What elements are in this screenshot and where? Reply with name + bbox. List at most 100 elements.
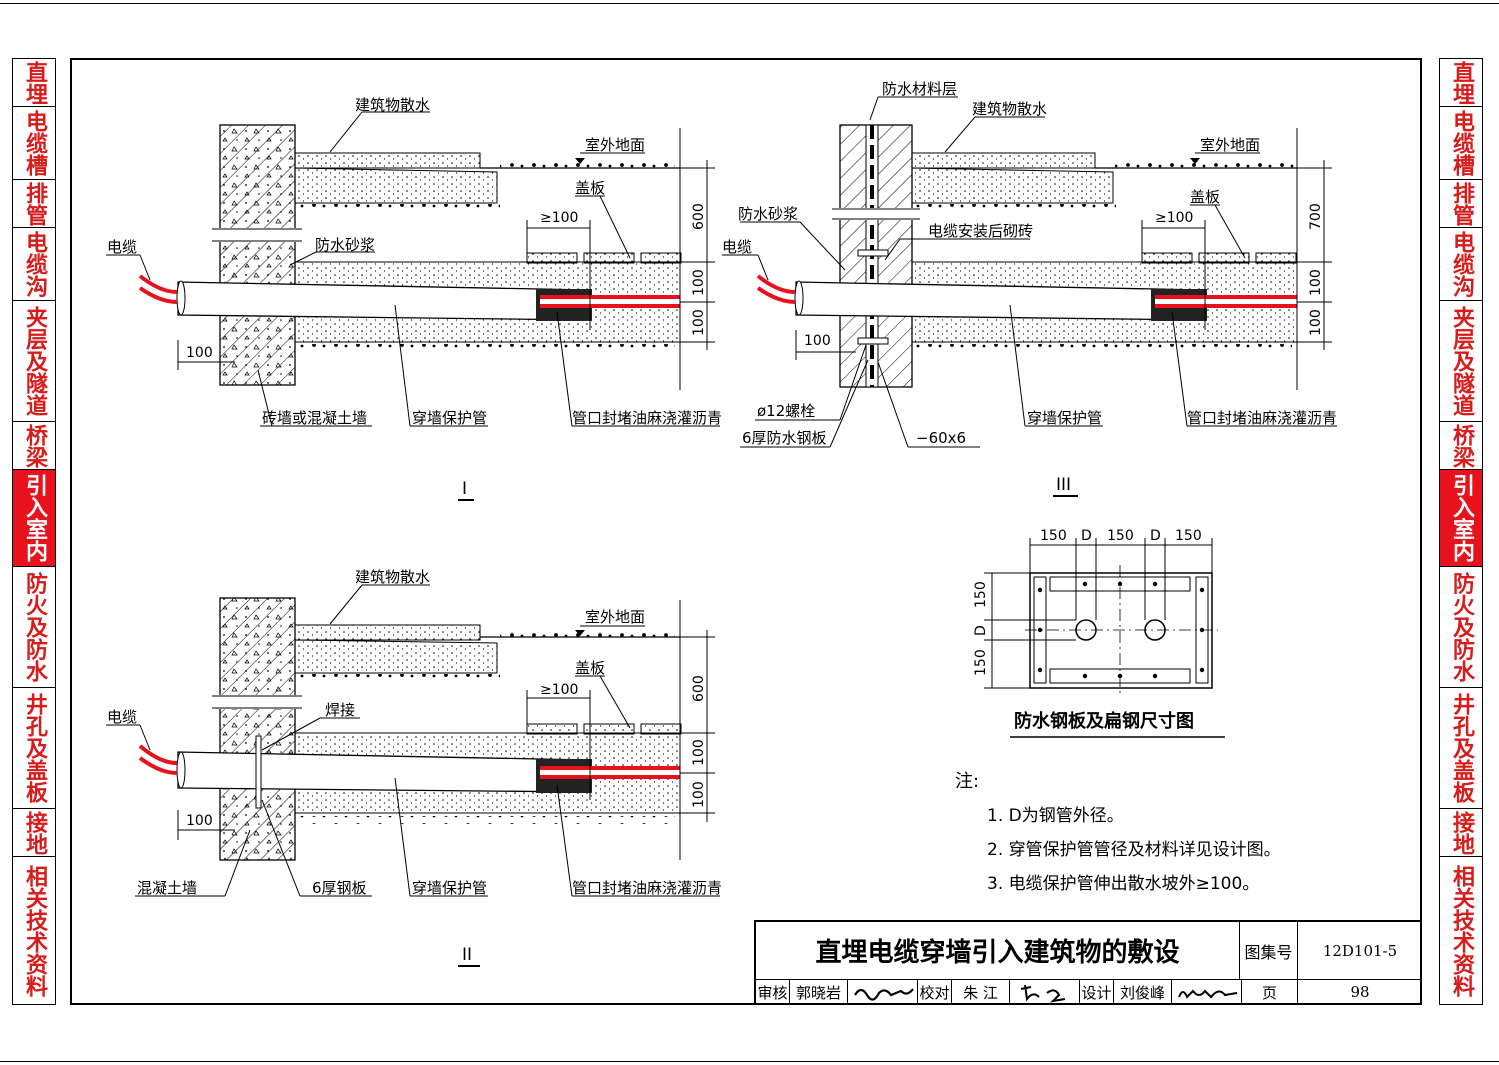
sidebar-section-label: 井孔及盖板 — [1449, 693, 1474, 803]
reviewer-name: 郭晓岩 — [790, 979, 848, 1005]
sidebar-section-label: 电缆槽 — [22, 110, 47, 176]
signature-2 — [1020, 984, 1065, 1003]
drawing-II-label-dimian: 室外地面 — [585, 608, 645, 626]
detail-dim-top-2: D — [1081, 528, 1092, 544]
sidebar-section-label: 排管 — [1449, 181, 1474, 226]
sidebar-section-0: 直埋 — [1440, 59, 1482, 107]
checker-name: 朱 江 — [952, 979, 1010, 1005]
sidebar-section-label: 电缆沟 — [1449, 231, 1474, 297]
sidebar-section-label: 直埋 — [1449, 60, 1474, 105]
sidebar-section-label: 相关技术资料 — [1449, 864, 1474, 997]
drawing-I-label-dianlan: 电缆 — [107, 238, 137, 256]
drawing-I-dim-100a: 100 — [186, 345, 213, 361]
sidebar-section-6: 引入室内 — [13, 470, 55, 567]
drawing-III-dim-100b: 100 — [1308, 269, 1324, 296]
sidebar-section-8: 井孔及盖板 — [1440, 688, 1482, 809]
drawing-III-label-seal: 管口封堵油麻浇灌沥青 — [1187, 409, 1337, 427]
drawing-II-dim-100a: 100 — [186, 813, 213, 829]
drawing-III-dim-700: 700 — [1308, 203, 1324, 230]
drawing-I-label-shajiang: 防水砂浆 — [315, 236, 375, 254]
drawing-II-dim-100c: 100 — [691, 781, 707, 808]
sidebar-section-2: 排管 — [13, 180, 55, 228]
sidebar-section-9: 接地 — [1440, 809, 1482, 857]
sidebar-section-7: 防火及防水 — [13, 567, 55, 688]
sidebar-section-10: 相关技术资料 — [13, 857, 55, 1004]
drawing-III-section-label: III — [1056, 475, 1071, 495]
check-label: 校对 — [918, 979, 952, 1005]
note-item: 2. 穿管保护管管径及材料详见设计图。 — [987, 840, 1281, 860]
sidebar-section-9: 接地 — [13, 809, 55, 857]
detail-dim-side-2: D — [973, 625, 989, 636]
drawing-II-label-hanjie: 焊接 — [325, 701, 355, 719]
signature-1 — [853, 988, 914, 1001]
top-border-line — [0, 3, 1499, 4]
left-sidebar: 直埋电缆槽排管电缆沟夹层及隧道桥梁引入室内防火及防水井孔及盖板接地相关技术资料 — [12, 58, 56, 1005]
atlas-label: 图集号 — [1240, 922, 1298, 979]
notes-title: 注: — [955, 771, 980, 792]
detail-dim-side-1: 150 — [973, 581, 989, 608]
sidebar-section-label: 防火及防水 — [22, 572, 47, 682]
drawing-II-label-sanshui: 建筑物散水 — [355, 568, 430, 586]
sidebar-section-label: 电缆槽 — [1449, 110, 1474, 176]
drawing-II-dim-ge100: ≥100 — [540, 682, 578, 698]
drawing-III-label-dianlan: 电缆 — [722, 238, 752, 256]
drawing-II-dim-100b: 100 — [691, 739, 707, 766]
drawing-III-label-flat: −60x6 — [916, 429, 966, 447]
drawing-I-label-gaiban: 盖板 — [575, 179, 605, 197]
drawing-III-label-shajiang: 防水砂浆 — [738, 205, 798, 223]
sidebar-section-label: 夹层及隧道 — [1449, 306, 1474, 416]
drawing-III-label-dimian: 室外地面 — [1200, 136, 1260, 154]
sidebar-section-label: 引入室内 — [1449, 474, 1474, 562]
sidebar-section-5: 桥梁 — [13, 422, 55, 470]
notes-block: 注: 1. D为钢管外径。 2. 穿管保护管管径及材料详见设计图。 3. 电缆保… — [955, 765, 1281, 901]
sidebar-section-2: 排管 — [1440, 180, 1482, 228]
reviewer-signature — [848, 979, 918, 1005]
sidebar-section-label: 桥梁 — [1449, 423, 1474, 468]
sidebar-section-label: 相关技术资料 — [22, 864, 47, 997]
sidebar-section-3: 电缆沟 — [1440, 228, 1482, 301]
drawing-I-label-wall: 砖墙或混凝土墙 — [262, 409, 367, 427]
sidebar-section-10: 相关技术资料 — [1440, 857, 1482, 1004]
signature-3 — [1177, 989, 1237, 999]
detail-dim-top-5: 150 — [1175, 528, 1202, 544]
drawing-title: 直埋电缆穿墙引入建筑物的敷设 — [756, 922, 1240, 979]
drawing-I-dim-ge100: ≥100 — [540, 210, 578, 226]
sidebar-section-3: 电缆沟 — [13, 228, 55, 301]
drawing-III-label-plate: 6厚防水钢板 — [742, 429, 827, 447]
drawing-II-label-plate: 6厚钢板 — [312, 879, 367, 897]
sidebar-section-label: 井孔及盖板 — [22, 693, 47, 803]
sidebar-section-8: 井孔及盖板 — [13, 688, 55, 809]
sidebar-section-label: 引入室内 — [22, 474, 47, 562]
detail-dim-top-1: 150 — [1040, 528, 1067, 544]
drawing-III-label-bolt: ø12螺栓 — [757, 402, 815, 420]
page-number: 98 — [1350, 983, 1370, 1001]
note-item: 3. 电缆保护管伸出散水坡外≥100。 — [987, 874, 1260, 894]
detail-dim-side-3: 150 — [973, 649, 989, 676]
detail-dim-top-3: 150 — [1107, 528, 1134, 544]
sidebar-section-label: 电缆沟 — [22, 231, 47, 297]
sidebar-section-1: 电缆槽 — [13, 107, 55, 180]
drawing-II-label-dianlan: 电缆 — [107, 708, 137, 726]
sidebar-section-label: 防火及防水 — [1449, 572, 1474, 682]
detail-plate-drawing: 150 D 150 D 150 150 D 150 防水钢板及扁钢尺寸图 — [973, 528, 1225, 738]
atlas-number: 12D101-5 — [1322, 941, 1398, 960]
detail-title: 防水钢板及扁钢尺寸图 — [1014, 710, 1194, 732]
sidebar-section-1: 电缆槽 — [1440, 107, 1482, 180]
drawing-I-label-sanshui: 建筑物散水 — [355, 96, 430, 114]
designer-name: 刘俊峰 — [1114, 979, 1172, 1005]
sidebar-section-label: 夹层及隧道 — [22, 306, 47, 416]
drawing-II-dim-600: 600 — [691, 675, 707, 702]
note-item: 1. D为钢管外径。 — [987, 806, 1124, 826]
drawing-III-label-brick: 电缆安装后砌砖 — [928, 222, 1033, 240]
detail-dim-top-4: D — [1150, 528, 1161, 544]
drawing-I-dim-600: 600 — [691, 203, 707, 230]
review-label: 审核 — [756, 979, 790, 1005]
drawing-I-label-pipe: 穿墙保护管 — [412, 409, 487, 427]
drawing-I-dim-100b: 100 — [691, 269, 707, 296]
sidebar-section-label: 桥梁 — [22, 423, 47, 468]
drawing-I-section-label: I — [462, 479, 467, 499]
drawing-III-label-pipe: 穿墙保护管 — [1027, 409, 1102, 427]
sidebar-section-label: 排管 — [22, 181, 47, 226]
drawing-II-label-gaiban: 盖板 — [575, 659, 605, 677]
